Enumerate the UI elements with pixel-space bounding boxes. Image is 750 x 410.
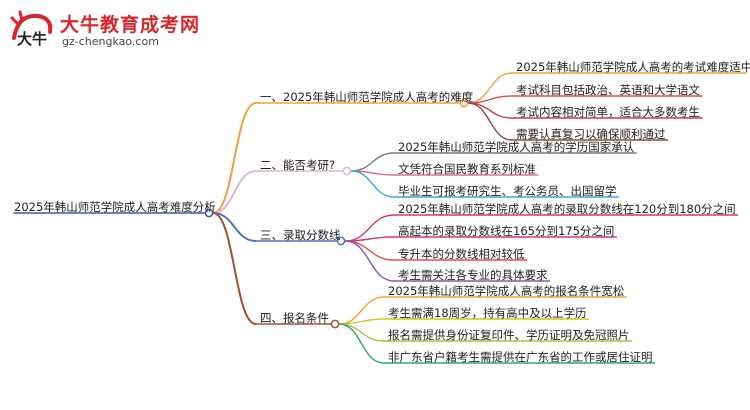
branch-1-leaf-1: 2025年韩山师范学院成人高考的考试难度适中: [516, 60, 750, 74]
branch-4-leaf-4: 非广东省户籍考生需提供在广东省的工作或居住证明: [388, 350, 653, 364]
branch-4-node: [330, 319, 340, 329]
branch-2-edge: [212, 170, 257, 214]
root-topic: 2025年韩山师范学院成人高考难度分析: [14, 200, 216, 214]
logo-url: gz-chengkao.com: [62, 35, 159, 48]
mindmap-edges: [13, 72, 747, 364]
branch-1-leaf-1-edge: [467, 72, 513, 104]
branch-4-leaf-3-edge: [338, 323, 385, 342]
branch-4-leaf-4-edge: [338, 323, 385, 364]
branch-1-leaf-2: 考试科目包括政治、英语和大学语文: [516, 83, 700, 97]
branch-1-edge: [212, 102, 257, 214]
branch-2-node: [342, 166, 352, 176]
branch-4-leaf-1: 2025年韩山师范学院成人高考的报名条件宽松: [388, 284, 625, 298]
logo-mark-icon: 大牛: [10, 10, 53, 48]
mindmap-nodes: [204, 98, 469, 329]
branch-1-label: 一、2025年韩山师范学院成人高考的难度: [260, 90, 474, 104]
branch-4-leaf-2-edge: [338, 318, 385, 325]
branch-3-leaf-4-edge: [344, 240, 395, 282]
root-node: [204, 208, 214, 218]
branch-3-edge: [212, 212, 257, 242]
branch-4-leaf-3: 报名需提供身份证复印件、学历证明及免冠照片: [388, 328, 630, 342]
branch-2-leaf-1: 2025年韩山师范学院成人高考的学历国家承认: [398, 140, 635, 154]
branch-2-leaf-2: 文凭符合国民教育系列标准: [398, 162, 536, 176]
branch-3-leaf-3: 专升本的分数线相对较低: [398, 247, 525, 261]
site-logo[interactable]: 大牛 大牛教育成考网 gz-chengkao.com: [8, 8, 201, 52]
branch-3-leaf-3-edge: [344, 240, 395, 261]
branch-4-edge: [212, 212, 257, 325]
branch-2-leaf-3: 毕业生可报考研究生、考公务员、出国留学: [398, 184, 617, 198]
branch-4-label: 四、报名条件: [260, 311, 329, 325]
branch-3-node: [336, 236, 346, 246]
branch-1-leaf-3: 考试内容相对简单，适合大多数考生: [516, 105, 700, 119]
branch-3-leaf-1: 2025年韩山师范学院成人高考的录取分数线在120分到180分之间: [398, 202, 736, 216]
branch-2-leaf-3-edge: [350, 170, 395, 198]
branch-4-leaf-1-edge: [338, 296, 385, 325]
branch-2-label: 二、能否考研?: [260, 158, 336, 172]
logo-title: 大牛教育成考网: [60, 14, 201, 36]
branch-3-leaf-4: 考生需关注各专业的具体要求: [398, 268, 548, 282]
branch-1-leaf-4: 需要认真复习以确保顺利通过: [516, 127, 666, 141]
branch-3-leaf-2: 高起本的录取分数线在165分到175分之间: [398, 224, 615, 238]
branch-3-label: 三、录取分数线: [260, 228, 341, 242]
logo-mark-glyph: 大牛: [17, 30, 47, 48]
branch-4-leaf-2: 考生需满18周岁，持有高中及以上学历: [388, 306, 587, 320]
branch-1-leaf-4-edge: [467, 102, 513, 141]
branch-1-node: [459, 98, 469, 108]
branch-1-leaf-3-edge: [467, 102, 513, 119]
branch-3-leaf-2-edge: [344, 236, 395, 242]
branch-2-leaf-1-edge: [350, 152, 395, 172]
